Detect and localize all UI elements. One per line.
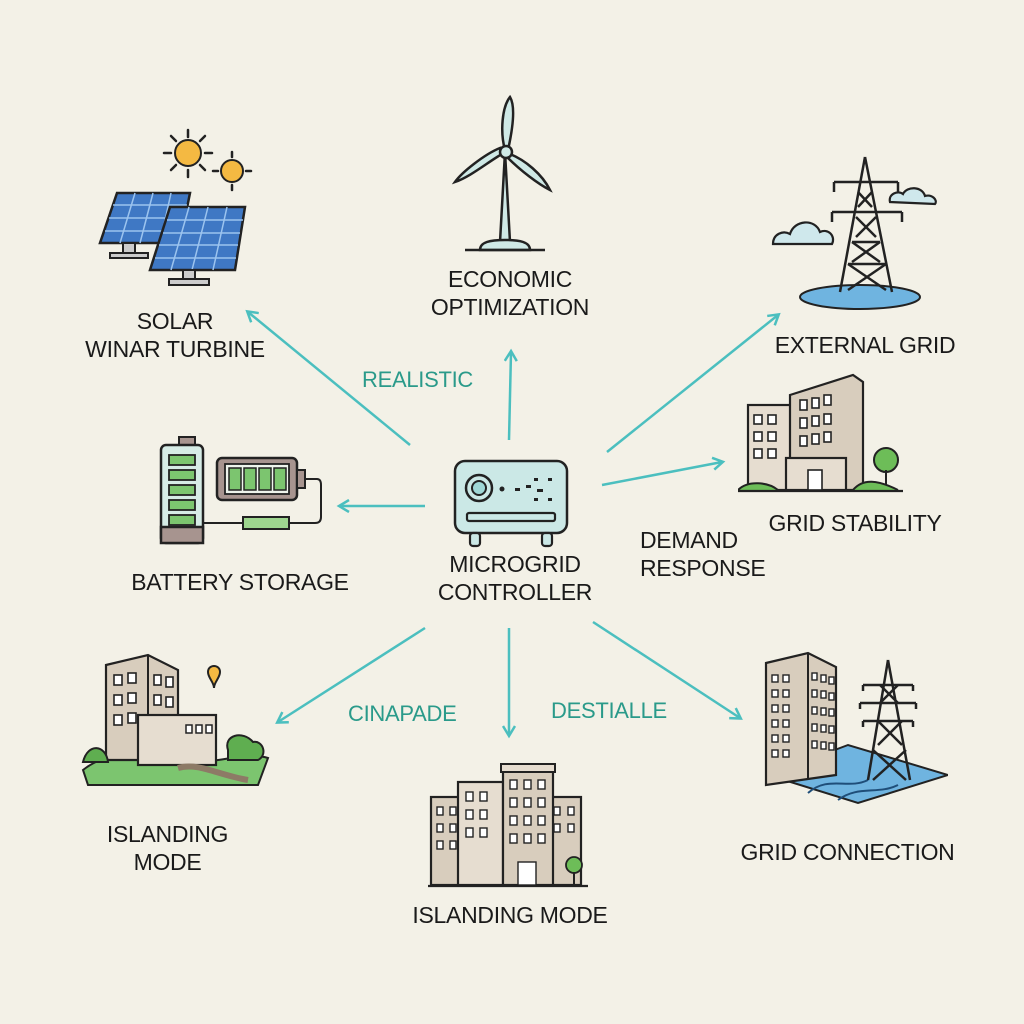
city-buildings-icon	[428, 763, 588, 888]
label-line: EXTERNAL GRID	[774, 332, 956, 358]
transmission-tower-icon	[771, 156, 937, 310]
edge-label-realistic: REALISTIC	[362, 367, 473, 392]
edge-label-destialle: DESTIALLE	[551, 698, 667, 723]
arrow-to-external-grid	[606, 315, 778, 453]
label-line: BATTERY STORAGE	[131, 569, 349, 595]
wind-turbine-icon	[451, 94, 553, 252]
label-line: WINAR TURBINE	[85, 336, 265, 362]
label-line: GRID STABILITY	[768, 510, 942, 536]
label-line: MICROGRID	[449, 551, 581, 577]
buildings-icon	[738, 373, 903, 493]
arrow-to-grid-connection	[592, 620, 740, 718]
label-line: MODE	[133, 849, 202, 875]
center-controller-label: MICROGRID CONTROLLER	[415, 550, 615, 606]
label-line: CONTROLLER	[437, 579, 593, 605]
label-line: ISLANDING	[106, 821, 229, 847]
building-tower-icon	[764, 651, 948, 805]
label-line: GRID CONNECTION	[740, 839, 955, 865]
label-line: ECONOMIC	[447, 266, 573, 292]
node-external-grid-label: EXTERNAL GRID	[760, 331, 970, 359]
label-line: ISLANDING MODE	[412, 902, 608, 928]
label-line: DEMAND	[640, 527, 738, 553]
node-demand-response-label: DEMAND RESPONSE	[640, 526, 780, 582]
label-line: RESPONSE	[640, 555, 766, 581]
solar-panels-icon	[98, 128, 253, 286]
arrow-to-grid-stability	[601, 462, 722, 487]
node-solar-label: SOLAR WINAR TURBINE	[50, 307, 300, 363]
node-grid-stability-label: GRID STABILITY	[755, 509, 955, 537]
building-landscape-icon	[81, 653, 270, 786]
node-islanding-bottom-label: ISLANDING MODE	[390, 901, 630, 929]
node-grid-connection-label: GRID CONNECTION	[730, 838, 965, 866]
arrow-to-economic	[509, 352, 511, 441]
node-battery-label: BATTERY STORAGE	[120, 568, 360, 596]
node-economic-label: ECONOMIC OPTIMIZATION	[390, 265, 630, 321]
battery-icon	[159, 436, 322, 545]
arrow-to-solar	[248, 312, 411, 446]
node-islanding-left-label: ISLANDING MODE	[70, 820, 265, 876]
edge-label-cinapade: CINAPADE	[348, 701, 457, 726]
label-line: SOLAR	[136, 308, 214, 334]
arrow-to-islanding-left	[278, 626, 426, 722]
controller-device-icon	[453, 459, 569, 548]
label-line: OPTIMIZATION	[430, 294, 590, 320]
